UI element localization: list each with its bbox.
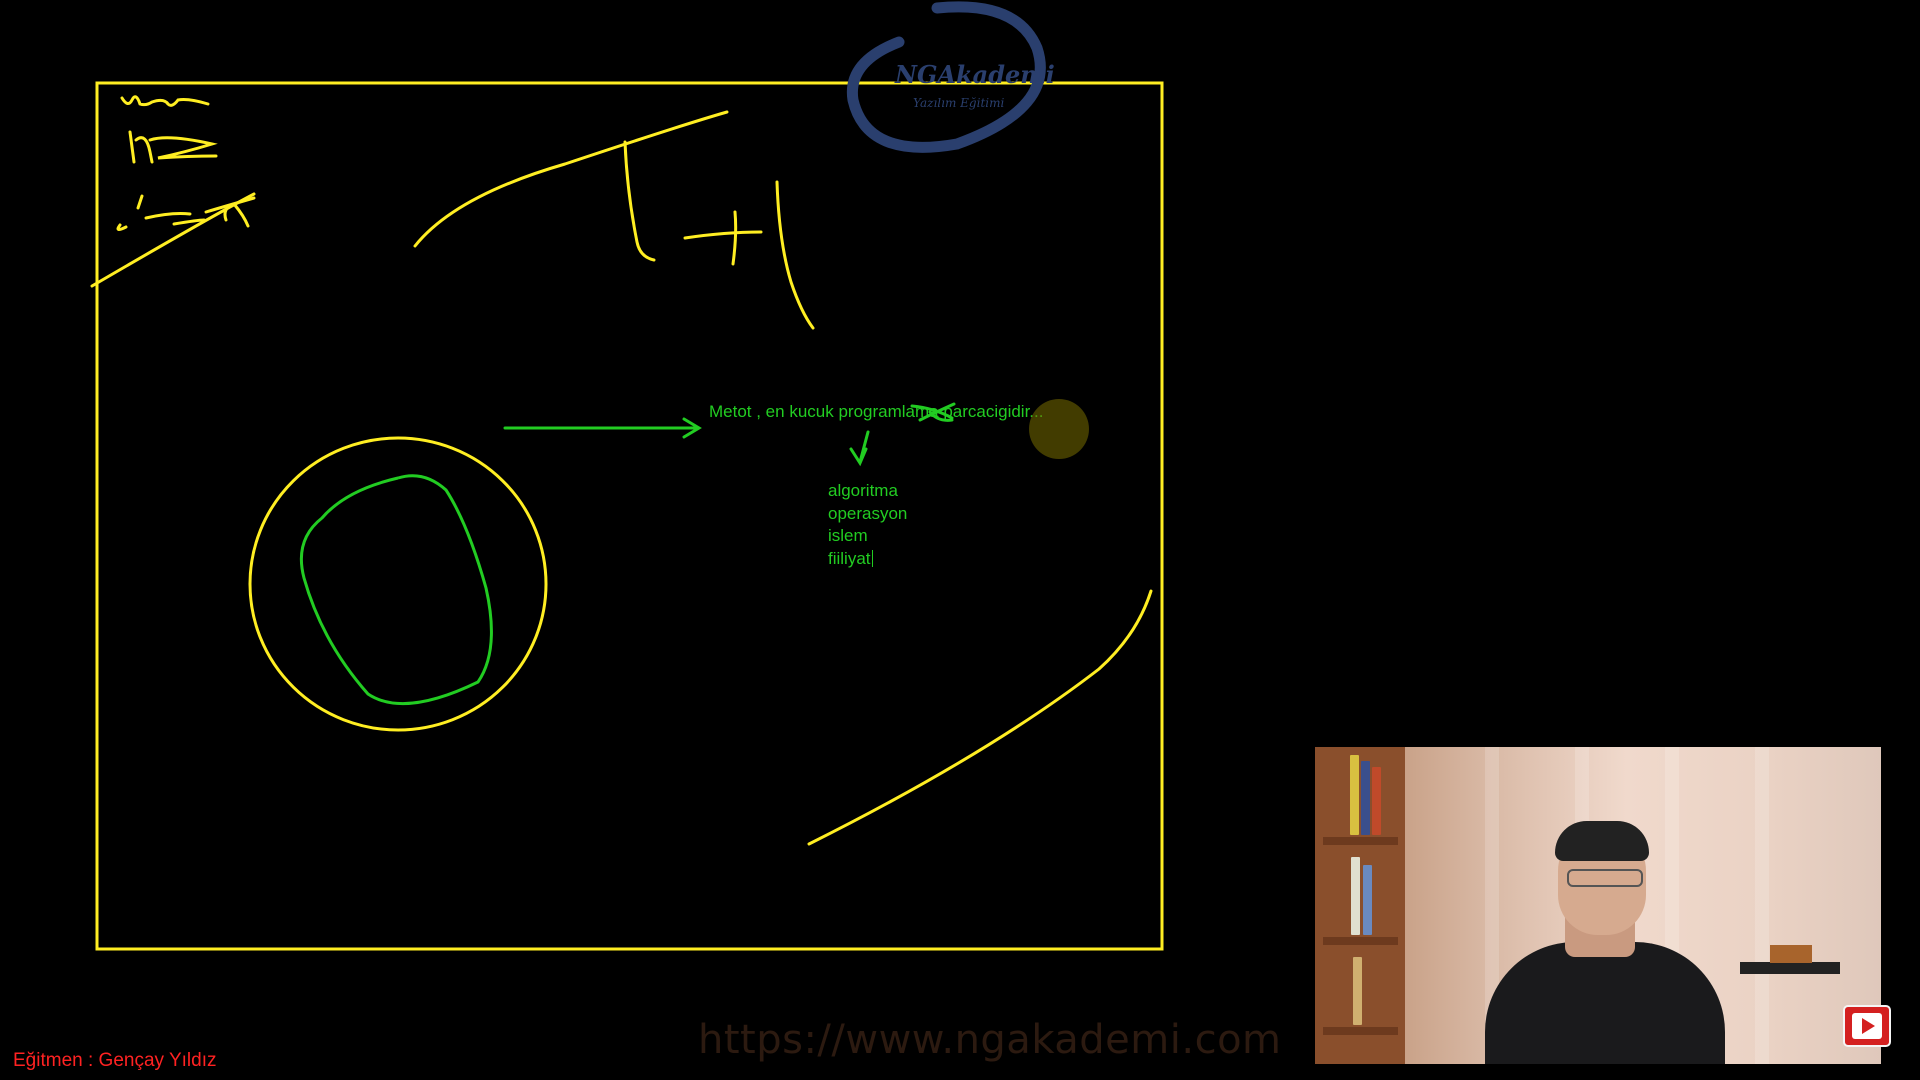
cursor-highlight [1029,399,1089,459]
handwriting-top-left [90,95,256,288]
logo-swoosh-icon [846,1,1046,153]
list-item-with-caret: fiiliyat [828,548,907,571]
watermark-url: https://www.ngakademi.com [698,1017,1282,1063]
arrow-down-icon [849,430,870,467]
glasses [1567,869,1643,887]
bookshelf [1315,747,1405,1064]
instructor-caption: Eğitmen : Gençay Yıldız [13,1050,217,1071]
logo-title: NGAkademi [895,60,1055,89]
scribble-strike [910,402,956,422]
concentric-shapes [248,436,548,732]
arrow-right-icon [503,417,702,439]
list-item: islem [828,526,868,545]
box [1770,945,1812,963]
list-item: algoritma [828,481,898,500]
side-table [1740,962,1840,974]
person-body [1485,942,1725,1064]
term-list: algoritma operasyon islem fiiliyat [828,480,907,570]
play-button-icon[interactable] [1843,1005,1891,1047]
brand-logo: NGAkademi Yazılım Eğitimi [845,0,1070,155]
whiteboard-frame [95,81,1164,951]
main-note-text: Metot , en kucuk programlama parcacigidi… [709,402,1044,421]
list-item: operasyon [828,503,908,523]
list-item: fiiliyat [828,548,871,568]
curve-bottom-right [807,589,1153,846]
logo-subtitle: Yazılım Eğitimi [913,96,1005,110]
webcam-overlay [1315,747,1881,1064]
text-caret [871,549,873,567]
handwriting-t-plus-one [413,110,815,330]
